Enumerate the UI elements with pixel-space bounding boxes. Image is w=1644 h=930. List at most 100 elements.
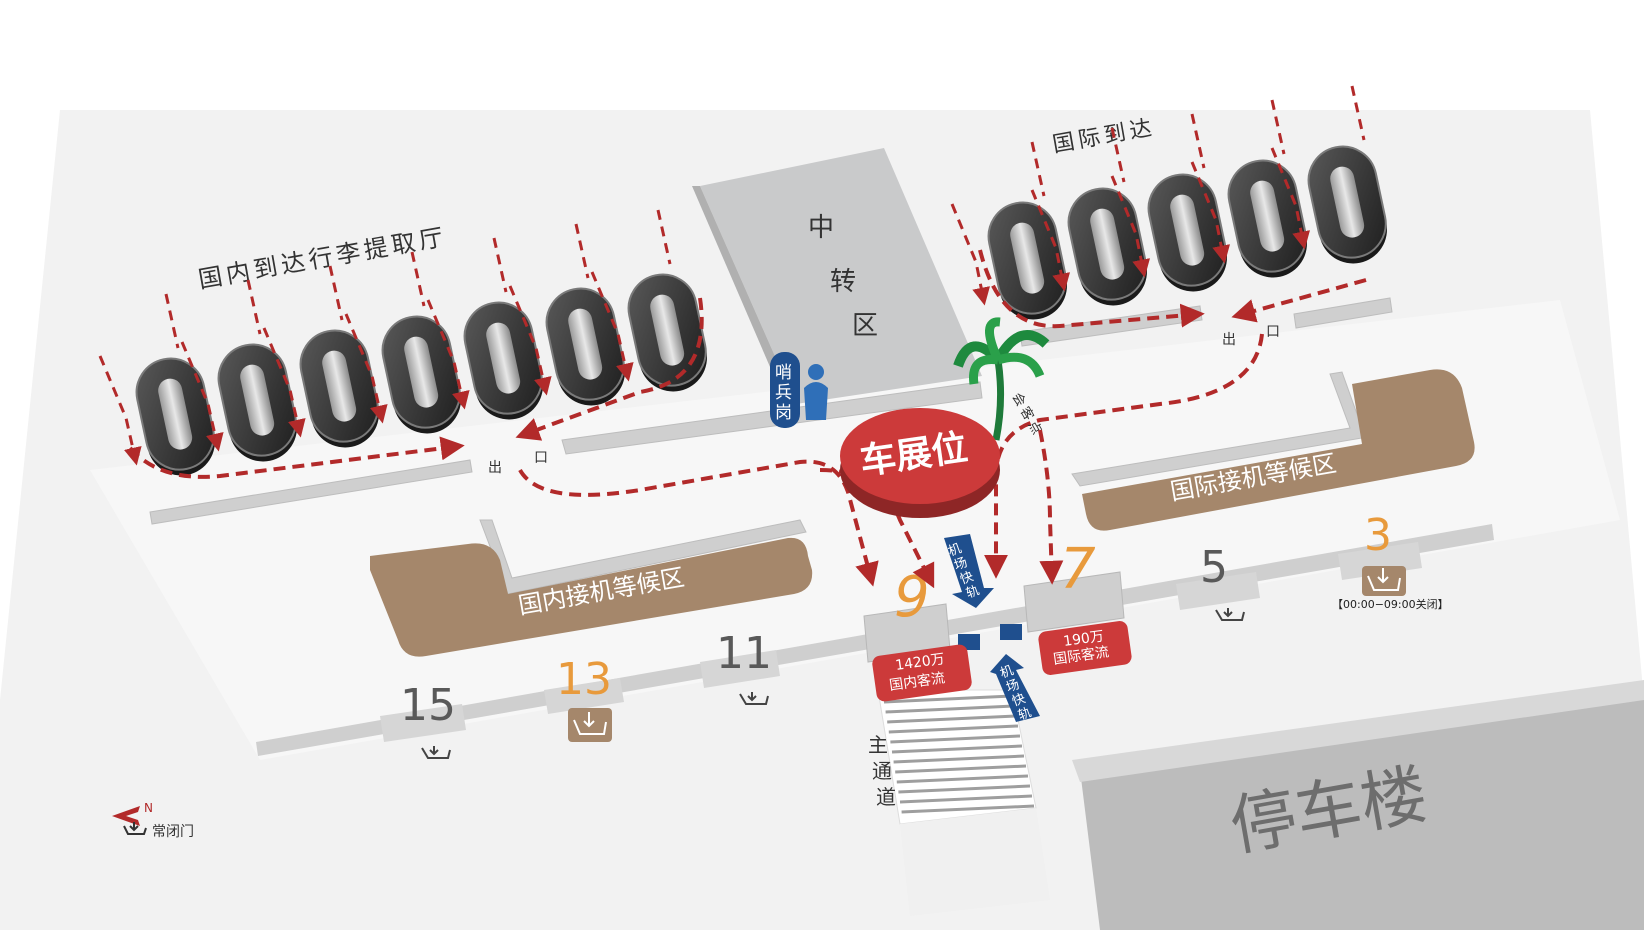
- domestic-feeder-right-4: [410, 251, 426, 307]
- route-domestic-exit-2: [819, 468, 935, 589]
- airport-express-bottom-3: 快: [1010, 691, 1027, 710]
- intl-exit-char-1: 出: [1222, 332, 1236, 348]
- intl-feeder-4: [1190, 161, 1231, 264]
- airport-express-top-3: 快: [958, 569, 975, 588]
- domestic-feeder-routes: [98, 209, 672, 466]
- airport-express-top-1: 机: [946, 541, 963, 560]
- main-passage-floor: [900, 808, 1050, 916]
- intl-feeder-right-5: [1350, 85, 1366, 141]
- intl-feeder-2: [1030, 189, 1071, 292]
- route-intl-collector: [978, 249, 1205, 329]
- international-carousel-5: [1307, 145, 1387, 264]
- closed-door-icon-3-glyph: [1367, 568, 1401, 591]
- stair-line-4: [888, 724, 1019, 734]
- transfer-zone-label-1: 中: [808, 213, 834, 243]
- domestic-feeder-right-1: [164, 293, 180, 349]
- gate-blocks: [380, 542, 1422, 742]
- north-arrow-icon: [112, 806, 140, 826]
- airport-express-bottom-4: 轨: [1016, 705, 1033, 724]
- gate-3-hours: 【00:00−09:00关闭】: [1332, 597, 1449, 611]
- airport-express-arrow-up: [990, 654, 1040, 722]
- domestic-carousel-2: [217, 343, 297, 462]
- closed-door-icon-15: [421, 746, 451, 759]
- international-carousel-4: [1227, 159, 1307, 278]
- domestic-feeder-4: [344, 313, 388, 424]
- parking-building-top: [1072, 680, 1644, 782]
- domestic-carousel-5: [463, 301, 543, 420]
- route-domestic-return: [515, 297, 704, 441]
- domestic-exit-char-2: 口: [534, 450, 548, 466]
- domestic-feeder-right-2: [246, 279, 262, 335]
- gate-3-number: 3: [1364, 510, 1392, 561]
- international-carousel-3: [1147, 173, 1227, 292]
- route-domestic-exit: [518, 459, 879, 587]
- international-carousels: [987, 145, 1387, 320]
- transfer-zone-label-3: 区: [852, 311, 878, 341]
- stair-line-1: [883, 694, 1013, 704]
- domestic-waiting-zone: [370, 537, 813, 657]
- international-carousel-1: [987, 201, 1067, 320]
- transfer-zone-edge: [692, 186, 796, 404]
- domestic-feeder-right-3: [328, 265, 344, 321]
- gate-9-number: 9: [894, 565, 930, 630]
- intl-feeder-right-3: [1190, 113, 1206, 169]
- domestic-feeder-2: [180, 341, 224, 452]
- stair-line-5: [890, 734, 1021, 744]
- domestic-feeder-6: [508, 285, 552, 396]
- guard-figure-icon: [804, 364, 828, 420]
- sentry-post-label-2: 兵: [775, 383, 792, 403]
- domestic-carousels: [135, 273, 707, 476]
- domestic-carousel-3: [299, 329, 379, 448]
- gate-7-number: 7: [1060, 537, 1096, 602]
- airport-express-top-4: 轨: [964, 583, 981, 602]
- stair-line-3: [887, 714, 1017, 724]
- closed-door-icons: [421, 608, 1245, 759]
- international-back-wall-2: [1293, 297, 1393, 329]
- legend-closed-door-icon: [123, 822, 147, 835]
- stair-line-8: [895, 764, 1027, 774]
- international-waiting-zone: [1082, 369, 1475, 531]
- closed-door-icon-13-glyph: [573, 712, 607, 735]
- intl-feeder-right-2: [1110, 127, 1126, 183]
- international-carousel-2: [1067, 187, 1147, 306]
- domestic-exit-char-1: 出: [488, 460, 502, 476]
- international-feeder-routes: [950, 85, 1366, 306]
- closed-door-icon-5: [1215, 608, 1245, 621]
- legend-closed-door-label: 常闭门: [152, 824, 194, 840]
- international-flow-badge: [1038, 620, 1132, 676]
- intl-feeder-1: [950, 203, 991, 306]
- intl-feeder-right-4: [1270, 99, 1286, 155]
- gate-15-number: 15: [400, 680, 456, 731]
- international-flow-count: 190万: [1062, 628, 1105, 650]
- sentry-post-sign: [770, 352, 800, 428]
- airport-express-bottom-2: 场: [1004, 677, 1021, 696]
- stair-line-9: [896, 774, 1029, 784]
- meeting-point-label-1: 会: [1009, 391, 1028, 410]
- route-intl-exit-2: [1038, 429, 1064, 585]
- main-passage-stairs: [877, 689, 1037, 825]
- transfer-zone-block: [700, 148, 982, 404]
- express-marker-2: [1000, 624, 1022, 640]
- main-passage-label-2: 通: [872, 759, 892, 783]
- intl-exit-char-2: 口: [1266, 324, 1280, 340]
- domestic-feeder-5: [426, 299, 470, 410]
- domestic-carousel-4: [381, 315, 461, 434]
- domestic-feeder-7: [590, 271, 634, 382]
- route-intl-return: [1231, 278, 1367, 323]
- palm-tree-icon: [953, 317, 1050, 441]
- domestic-feeder-right-7: [656, 209, 672, 265]
- international-waiting-wall: [1071, 371, 1363, 487]
- stair-line-11: [899, 794, 1033, 804]
- main-passage-label-1: 主: [868, 733, 888, 757]
- gate-5-number: 5: [1200, 542, 1228, 593]
- domestic-feeder-right-5: [492, 237, 508, 293]
- closed-door-icon-11: [739, 692, 769, 705]
- sentry-post-label-3: 岗: [775, 403, 792, 423]
- stair-line-6: [891, 744, 1023, 754]
- domestic-carousel-7: [627, 273, 707, 392]
- domestic-flow-count: 1420万: [894, 651, 945, 674]
- intl-feeder-5: [1270, 147, 1311, 250]
- domestic-flow-badge: [872, 644, 972, 702]
- stair-line-7: [893, 754, 1025, 764]
